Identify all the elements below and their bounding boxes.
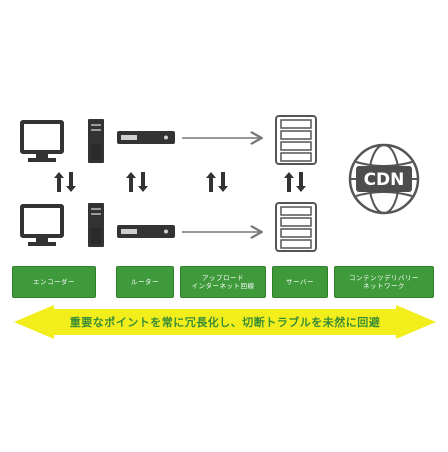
banner-double-arrow [14, 305, 436, 339]
label-router: ルーター [116, 266, 174, 298]
label-line: インターネット回線 [191, 282, 255, 290]
router-icon-top [117, 131, 175, 144]
server-icon-top [275, 115, 317, 165]
updown-arrow-router [126, 172, 148, 192]
label-line: アップロード [202, 274, 244, 282]
encoder-computer-icon-top [20, 119, 104, 163]
banner-text: 重要なポイントを常に冗長化し、切断トラブルを未然に回避 [69, 316, 381, 329]
label-line: ルーター [131, 278, 159, 286]
updown-arrow-line [206, 172, 228, 192]
label-upload-line: アップロードインターネット回線 [180, 266, 266, 298]
label-line: コンテンツデリバリー [349, 274, 419, 282]
label-line: ネットワーク [363, 282, 405, 290]
cdn-label: CDN [364, 170, 405, 190]
cdn-globe-icon: CDN [348, 143, 420, 215]
updown-arrow-server [284, 172, 306, 192]
label-encoder: エンコーダー [12, 266, 96, 298]
router-icon-bottom [117, 225, 175, 238]
label-server: サーバー [272, 266, 328, 298]
label-content-delivery-network: コンテンツデリバリーネットワーク [334, 266, 434, 298]
redundancy-arrows [54, 172, 306, 192]
updown-arrow-encoder [54, 172, 76, 192]
server-icon-bottom [275, 202, 317, 252]
label-line: エンコーダー [33, 278, 75, 286]
label-line: サーバー [286, 278, 314, 286]
banner: 重要なポイントを常に冗長化し、切断トラブルを未然に回避 [14, 305, 436, 339]
encoder-computer-icon-bottom [20, 203, 104, 247]
